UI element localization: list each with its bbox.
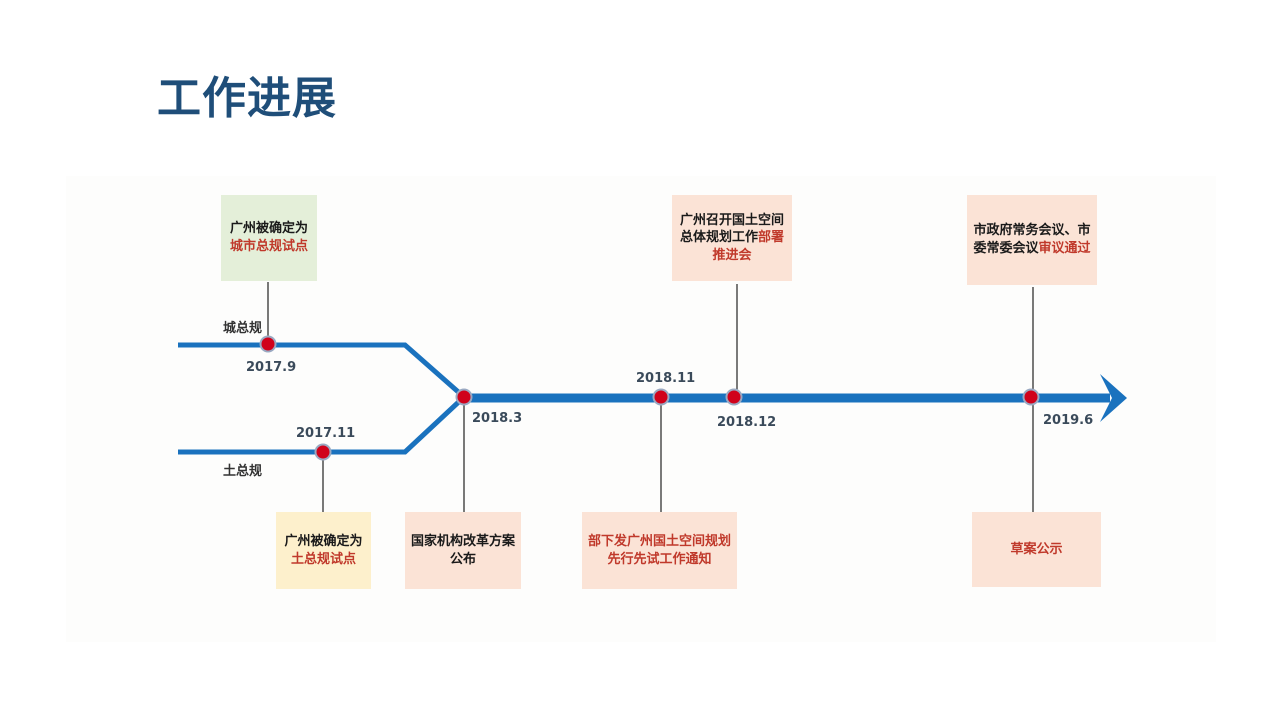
event-highlight: 部署推进会 bbox=[712, 230, 785, 263]
arrow-head-icon bbox=[1100, 374, 1127, 422]
event-text: 广州被确定为 bbox=[284, 533, 363, 549]
event-highlight: 城市总规试点 bbox=[229, 239, 308, 254]
event-box-meeting: 广州召开国土空间总体规划工作部署推进会 bbox=[672, 195, 792, 281]
event-box-approval: 市政府常务会议、市委常委会议审议通过 bbox=[967, 195, 1097, 285]
node-2018-3 bbox=[455, 388, 473, 406]
date-label-2019-6: 2019.6 bbox=[1043, 413, 1094, 428]
node-2019-6 bbox=[1022, 388, 1040, 406]
lower-track-label: 土总规 bbox=[223, 464, 263, 479]
date-label-2018-11: 2018.11 bbox=[636, 371, 696, 386]
event-box-notice: 部下发广州国土空间规划先行先试工作通知 bbox=[582, 512, 737, 589]
date-label-2017-11: 2017.11 bbox=[296, 426, 356, 441]
event-text: 市政府常务会议、市委常委会议 bbox=[973, 223, 1091, 256]
date-label-2017-9: 2017.9 bbox=[246, 360, 297, 375]
date-label-2018-12: 2018.12 bbox=[717, 415, 777, 430]
event-highlight: 部下发广州国土空间规划先行先试工作通知 bbox=[588, 533, 732, 567]
upper-track-line bbox=[178, 342, 466, 399]
page-title: 工作进展 bbox=[157, 73, 337, 124]
event-box-publicity: 草案公示 bbox=[972, 512, 1101, 587]
node-2017-11 bbox=[314, 443, 332, 461]
event-highlight: 审议通过 bbox=[1038, 241, 1091, 256]
event-text: 广州被确定为 bbox=[229, 221, 308, 237]
node-2017-9 bbox=[259, 335, 277, 353]
event-highlight: 草案公示 bbox=[1010, 541, 1063, 557]
event-highlight: 土总规试点 bbox=[290, 551, 356, 567]
node-2018-11 bbox=[652, 388, 670, 406]
event-text: 国家机构改革方案公布 bbox=[411, 533, 516, 567]
event-text: 广州召开国土空间总体规划工作 bbox=[679, 212, 784, 246]
event-box-land-pilot: 广州被确定为土总规试点 bbox=[276, 512, 371, 589]
event-box-reform: 国家机构改革方案公布 bbox=[405, 512, 521, 589]
lower-track-line bbox=[178, 395, 466, 455]
event-box-city-pilot: 广州被确定为城市总规试点 bbox=[221, 195, 317, 281]
upper-track-label: 城总规 bbox=[223, 321, 263, 336]
node-2018-12 bbox=[725, 388, 743, 406]
date-label-2018-3: 2018.3 bbox=[472, 411, 523, 426]
